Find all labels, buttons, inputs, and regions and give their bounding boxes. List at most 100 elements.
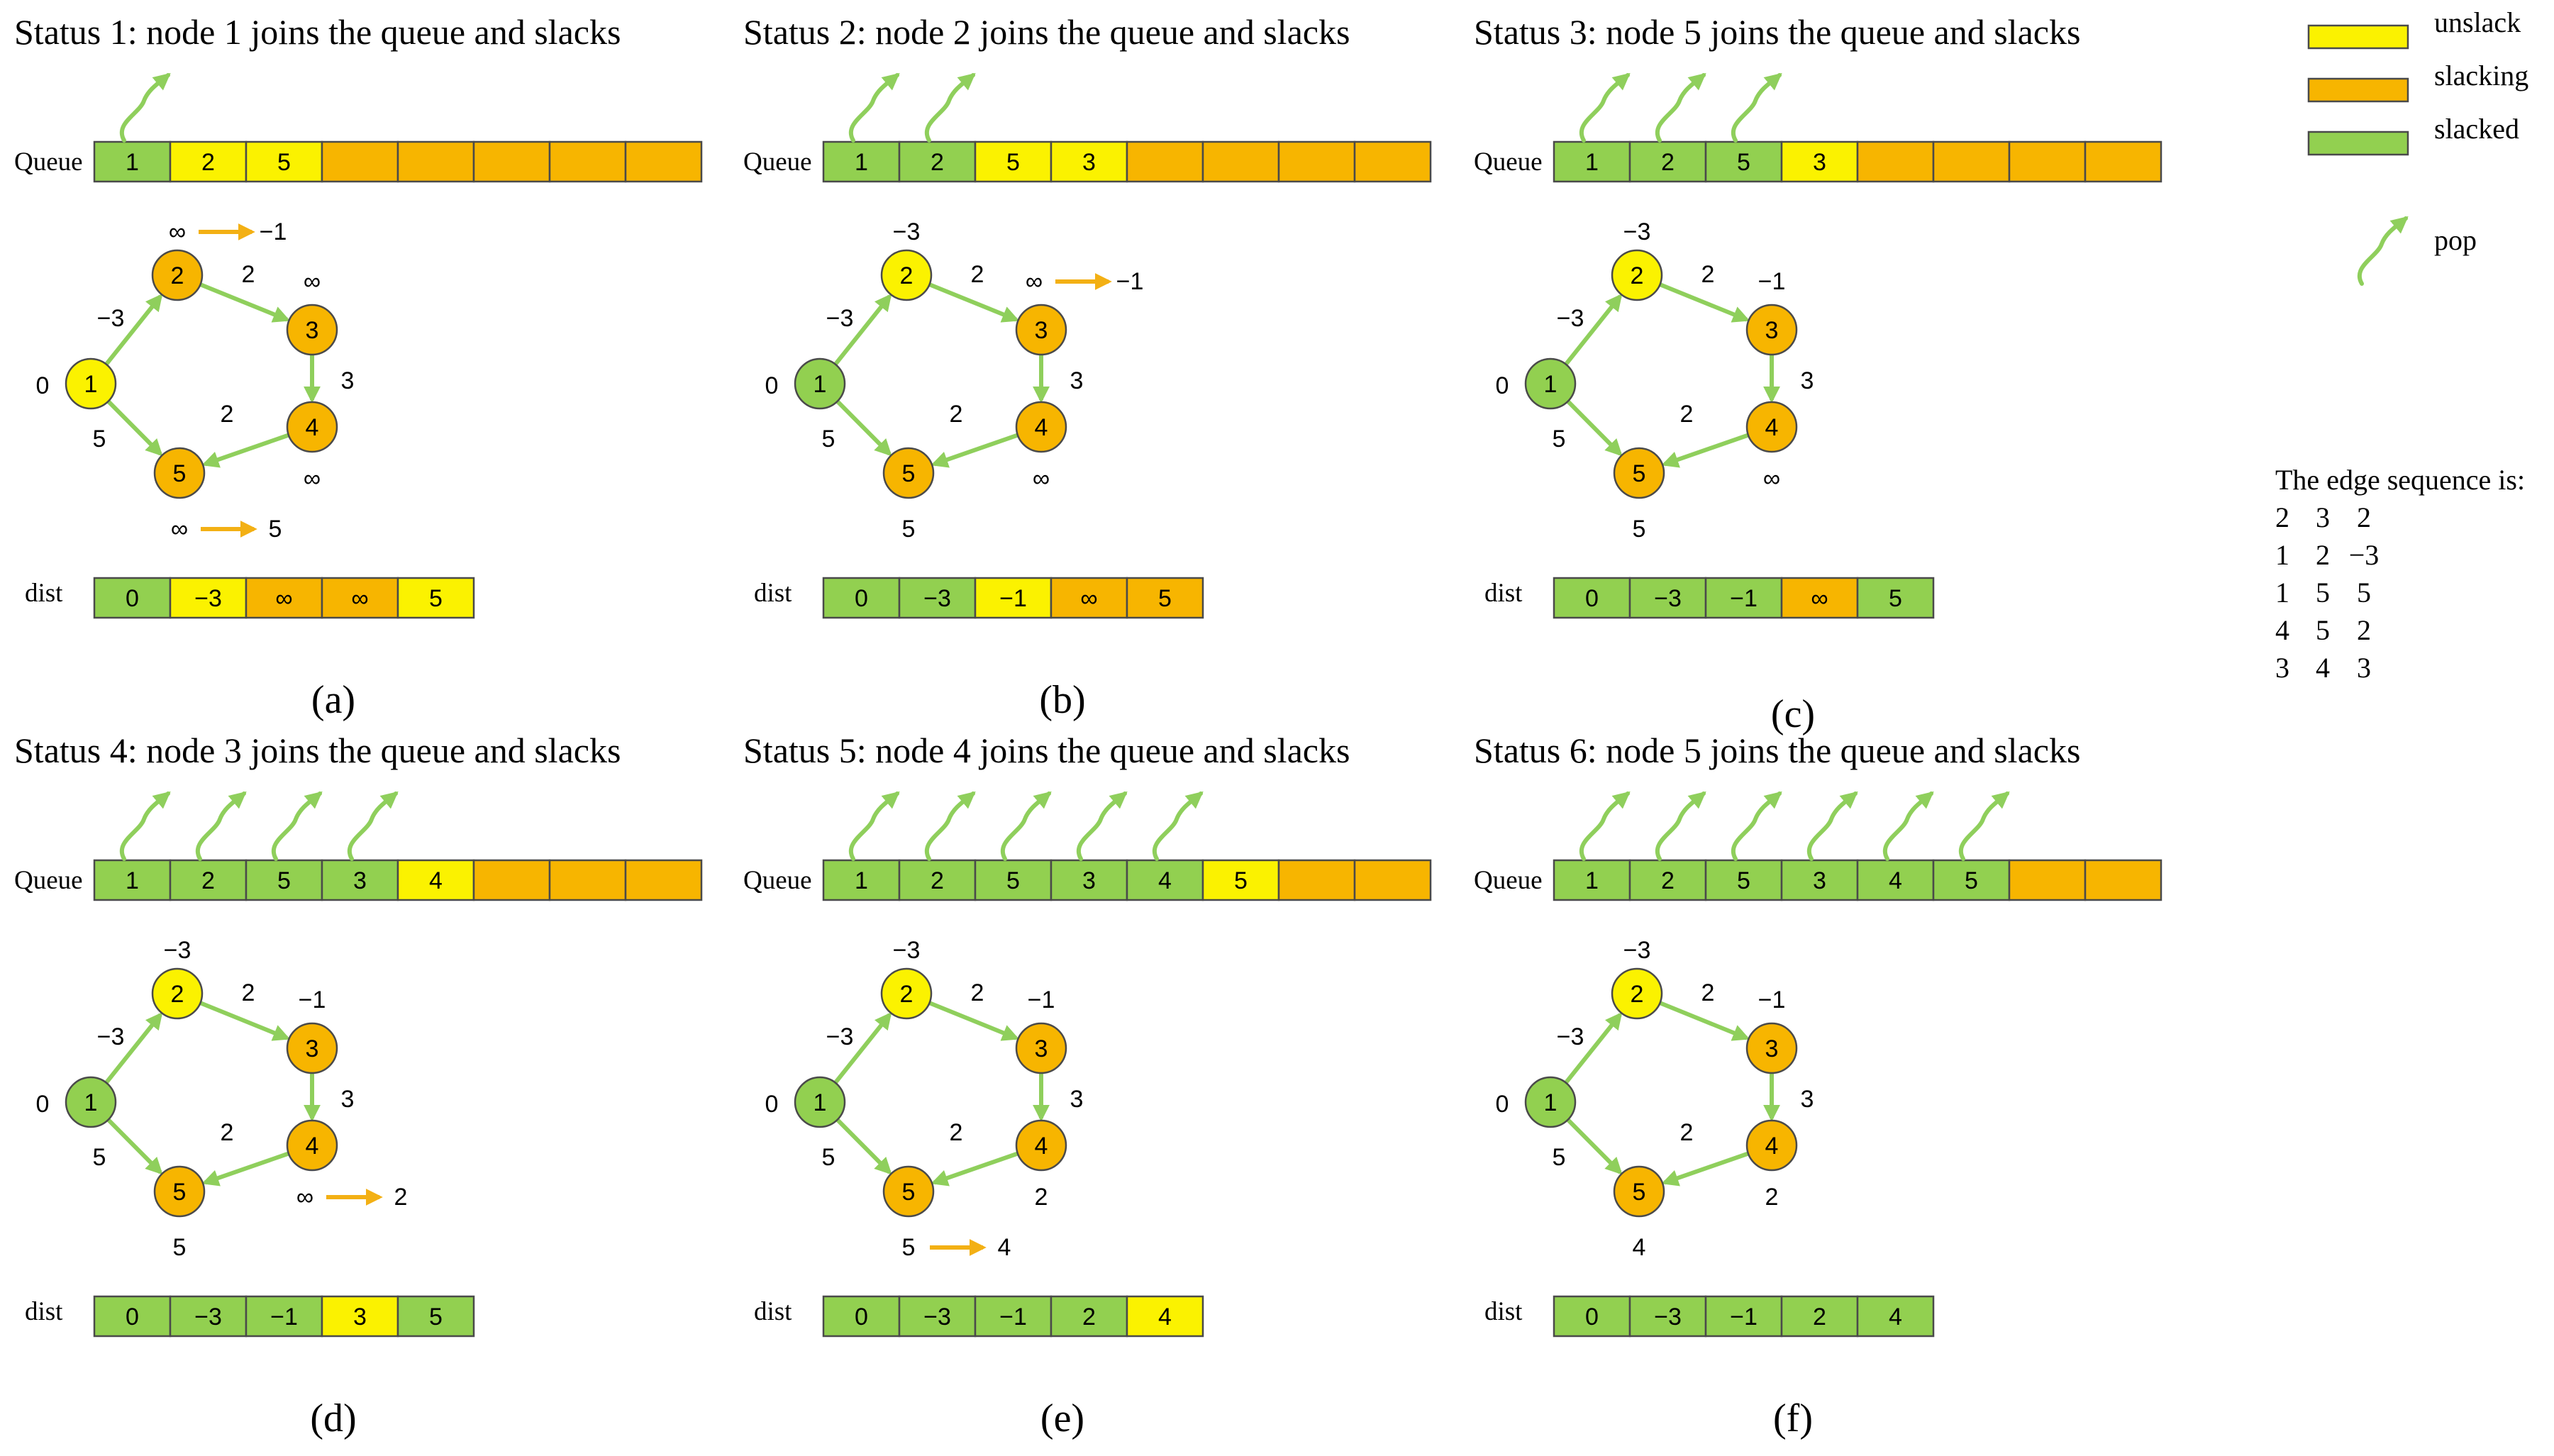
legend-label: pop <box>2434 224 2477 256</box>
queue-cell-value: 5 <box>1965 867 1978 894</box>
dist-cell-value: 5 <box>429 585 443 612</box>
queue-cell <box>169 859 248 901</box>
graph-node-5 <box>1613 447 1665 499</box>
node-id: 3 <box>1765 317 1779 344</box>
graph-node-3 <box>1745 1022 1798 1074</box>
queue-cell <box>93 859 172 901</box>
node-id: 5 <box>902 1179 916 1206</box>
dist-label: dist <box>25 1297 63 1326</box>
pop-arrow-icon <box>1579 791 1631 861</box>
graph-edge <box>201 1151 289 1187</box>
node-id: 5 <box>1633 1179 1646 1206</box>
panel-title: Status 5: node 4 joins the queue and sla… <box>743 730 1350 770</box>
dist-cell-value: −3 <box>1654 585 1682 612</box>
graph-edge <box>201 433 289 468</box>
dist-label: dist <box>25 579 63 608</box>
node-id: 5 <box>902 460 916 487</box>
dist-cell <box>1050 577 1128 619</box>
queue-cell-value: 3 <box>1813 149 1826 176</box>
node-id: 5 <box>173 460 187 487</box>
dist-cell-value: ∞ <box>275 585 292 612</box>
legend-label: unslack <box>2434 6 2521 38</box>
queue-cell <box>1126 140 1204 183</box>
queue-cell-value: 4 <box>1889 867 1902 894</box>
panel-3: Status 3: node 5 joins the queue and sla… <box>1474 12 2162 736</box>
queue-cell-value: 4 <box>429 867 443 894</box>
dist-cell-value: 0 <box>1585 1304 1599 1330</box>
panel-caption: (d) <box>310 1396 356 1440</box>
edge-sequence-cell: 5 <box>2316 577 2330 608</box>
pop-arrow-icon <box>1958 791 2010 861</box>
dist-cell <box>93 577 172 619</box>
graph-node-3 <box>286 1022 338 1074</box>
node-dist-label: 5 <box>902 516 916 543</box>
dist-cell-value: −1 <box>1730 1304 1758 1330</box>
node-id: 3 <box>1035 317 1048 344</box>
edge-weight: 2 <box>221 1119 234 1146</box>
queue-cell <box>1856 140 1935 183</box>
panel-5: Status 5: node 4 joins the queue and sla… <box>743 730 1432 1440</box>
node-dist-label: 0 <box>36 372 50 399</box>
graph-edge <box>199 282 291 323</box>
dist-cell-value: 3 <box>353 1304 367 1330</box>
dist-cell-value: 0 <box>855 585 868 612</box>
graph-node-3 <box>1015 1022 1067 1074</box>
edge-weight: −3 <box>97 1023 125 1050</box>
queue-cell-value: 3 <box>353 867 367 894</box>
edge-weight: 3 <box>1801 367 1814 394</box>
graph-node-3 <box>1015 304 1067 356</box>
node-id: 1 <box>1544 371 1558 398</box>
node-dist-label: 4 <box>1633 1234 1646 1261</box>
edge-weight: −3 <box>826 305 854 332</box>
panel-title: Status 3: node 5 joins the queue and sla… <box>1474 12 2080 52</box>
dist-cell-value: 4 <box>1889 1304 1902 1330</box>
node-dist-label: 0 <box>1496 1091 1509 1118</box>
edge-weight: 5 <box>93 1144 106 1171</box>
node-id: 2 <box>900 981 914 1008</box>
dist-cell-value: 0 <box>126 1304 139 1330</box>
panel-1: Status 1: node 1 joins the queue and sla… <box>14 12 703 722</box>
queue-cell-value: 3 <box>1082 867 1096 894</box>
node-dist-label: ∞ <box>1033 465 1050 492</box>
dist-cell <box>1628 577 1707 619</box>
dist-cell-value: −3 <box>923 1304 951 1330</box>
edge-weight: 2 <box>950 401 963 428</box>
node-dist-label: 0 <box>765 372 779 399</box>
graph-edge <box>1659 1001 1750 1041</box>
edge-weight: 5 <box>822 1144 835 1171</box>
graph-edge <box>1564 1011 1623 1084</box>
dist-cell <box>1628 1295 1707 1338</box>
node-dist-label: −3 <box>164 937 191 964</box>
node-id: 5 <box>1633 460 1646 487</box>
panel-caption: (c) <box>1771 692 1815 736</box>
dist-cell-value: −1 <box>999 1304 1027 1330</box>
edge-sequence-cell: 2 <box>2275 501 2289 533</box>
edge-sequence-cell: 1 <box>2275 539 2289 571</box>
queue-cell <box>1780 859 1859 901</box>
pop-arrow-icon <box>1000 791 1052 861</box>
node-id: 2 <box>1631 262 1644 289</box>
node-dist-label: ∞ <box>304 465 321 492</box>
graph-node-5 <box>882 1165 935 1218</box>
node-dist-update: −1 <box>260 218 287 245</box>
graph-node-1 <box>65 357 117 410</box>
node-dist-label: −3 <box>1623 218 1651 245</box>
graph-node-1 <box>1524 357 1577 410</box>
queue-cell <box>822 859 901 901</box>
node-id: 4 <box>306 414 319 441</box>
node-id: 2 <box>171 262 184 289</box>
dist-cell <box>822 577 901 619</box>
graph-edge <box>928 1001 1020 1041</box>
queue-cell <box>822 140 901 183</box>
node-dist-label: 0 <box>36 1091 50 1118</box>
queue-cell <box>1704 140 1783 183</box>
dist-cell <box>974 577 1053 619</box>
node-dist-label: ∞ <box>296 1184 313 1211</box>
graph-node-2 <box>151 967 204 1020</box>
queue-cell-value: 5 <box>277 867 291 894</box>
edge-sequence-cell: 2 <box>2357 614 2371 646</box>
pop-arrow-icon <box>924 72 976 143</box>
dist-cell-value: ∞ <box>1080 585 1097 612</box>
node-dist-label: ∞ <box>1026 268 1043 295</box>
dist-cell <box>396 1295 475 1338</box>
